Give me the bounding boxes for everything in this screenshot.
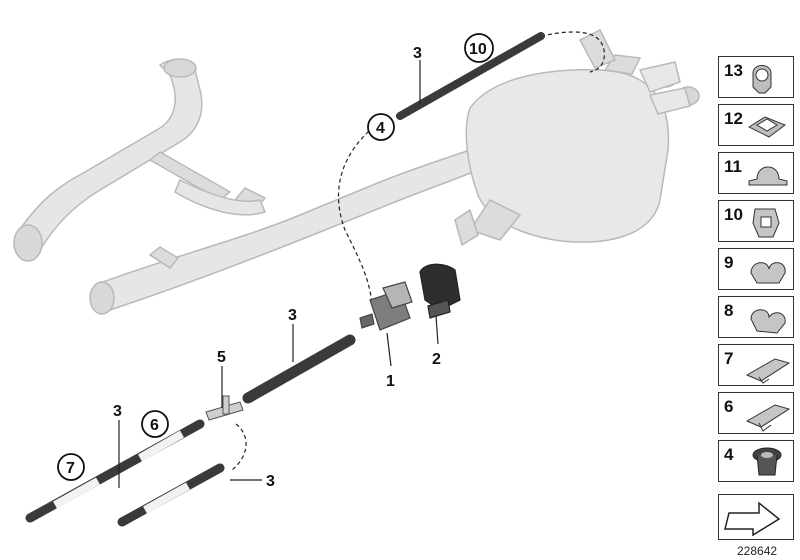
callout-part-5: 5 (217, 349, 226, 366)
callout-circle-7 (57, 453, 85, 481)
callout-part-10: 10 (469, 41, 487, 58)
legend-item-4[interactable]: 4 (718, 440, 794, 482)
drawing-number: 228642 (737, 544, 778, 558)
clip-12-icon (747, 116, 787, 138)
vacuum-line-routing (231, 31, 605, 471)
legend-item-9[interactable]: 9 (718, 248, 794, 290)
grommet-4-icon (752, 447, 782, 476)
legend-item-8[interactable]: 8 (718, 296, 794, 338)
legend-number: 10 (724, 205, 743, 224)
clip-13-icon (752, 65, 772, 94)
front-exhaust-pipe (13, 58, 232, 262)
t-connector-part-5 (205, 395, 244, 421)
clip-9-icon (750, 262, 786, 284)
vacuum-valve-part-1 (359, 281, 413, 331)
legend-number: 7 (724, 349, 734, 368)
callout-circle-4 (367, 113, 395, 141)
callout-part-3-bottom: 3 (266, 473, 275, 490)
legend-number: 11 (724, 157, 742, 176)
callout-circle-10 (464, 33, 494, 63)
callout-part-4: 4 (376, 120, 385, 137)
callout-part-2: 2 (432, 351, 441, 368)
legend-item-6[interactable]: 6 (718, 392, 794, 434)
holder-part-2 (419, 263, 461, 319)
legend-number: 9 (724, 253, 734, 272)
hose-part-7-6 (25, 419, 205, 523)
exhaust-system-diagram: 3 10 4 3 1 2 5 3 6 7 3 (13, 28, 700, 527)
callout-part-6: 6 (150, 417, 159, 434)
legend-item-7[interactable]: 7 (718, 344, 794, 386)
callout-part-3-left: 3 (113, 403, 122, 420)
legend-number: 12 (724, 109, 743, 128)
clip-6-icon (745, 404, 791, 432)
legend-number: 6 (724, 397, 734, 416)
callout-circle-6 (141, 410, 169, 438)
legend-item-12[interactable]: 12 (718, 104, 794, 146)
callout-part-1: 1 (386, 373, 395, 390)
callout-part-3-top: 3 (413, 45, 422, 62)
center-exhaust-pipe (89, 149, 492, 315)
direction-arrow-cell (718, 494, 794, 540)
hose-part-3-middle (242, 334, 356, 404)
legend-number: 4 (724, 445, 734, 464)
callout-part-3-mid: 3 (288, 307, 297, 324)
callout-part-7: 7 (66, 460, 75, 477)
direction-arrow-icon (724, 501, 781, 537)
legend-item-11[interactable]: 11 (718, 152, 794, 194)
legend-item-13[interactable]: 13 (718, 56, 794, 98)
hose-part-10 (396, 32, 545, 120)
legend-number: 8 (724, 301, 734, 320)
hose-part-3-bottom (117, 463, 225, 527)
clip-10-icon (752, 208, 780, 238)
clip-7-icon (745, 358, 791, 384)
rear-muffler (454, 28, 700, 247)
legend-number: 13 (724, 61, 743, 80)
clip-8-icon (750, 309, 786, 334)
legend-item-10[interactable]: 10 (718, 200, 794, 242)
clip-11-icon (748, 166, 788, 186)
